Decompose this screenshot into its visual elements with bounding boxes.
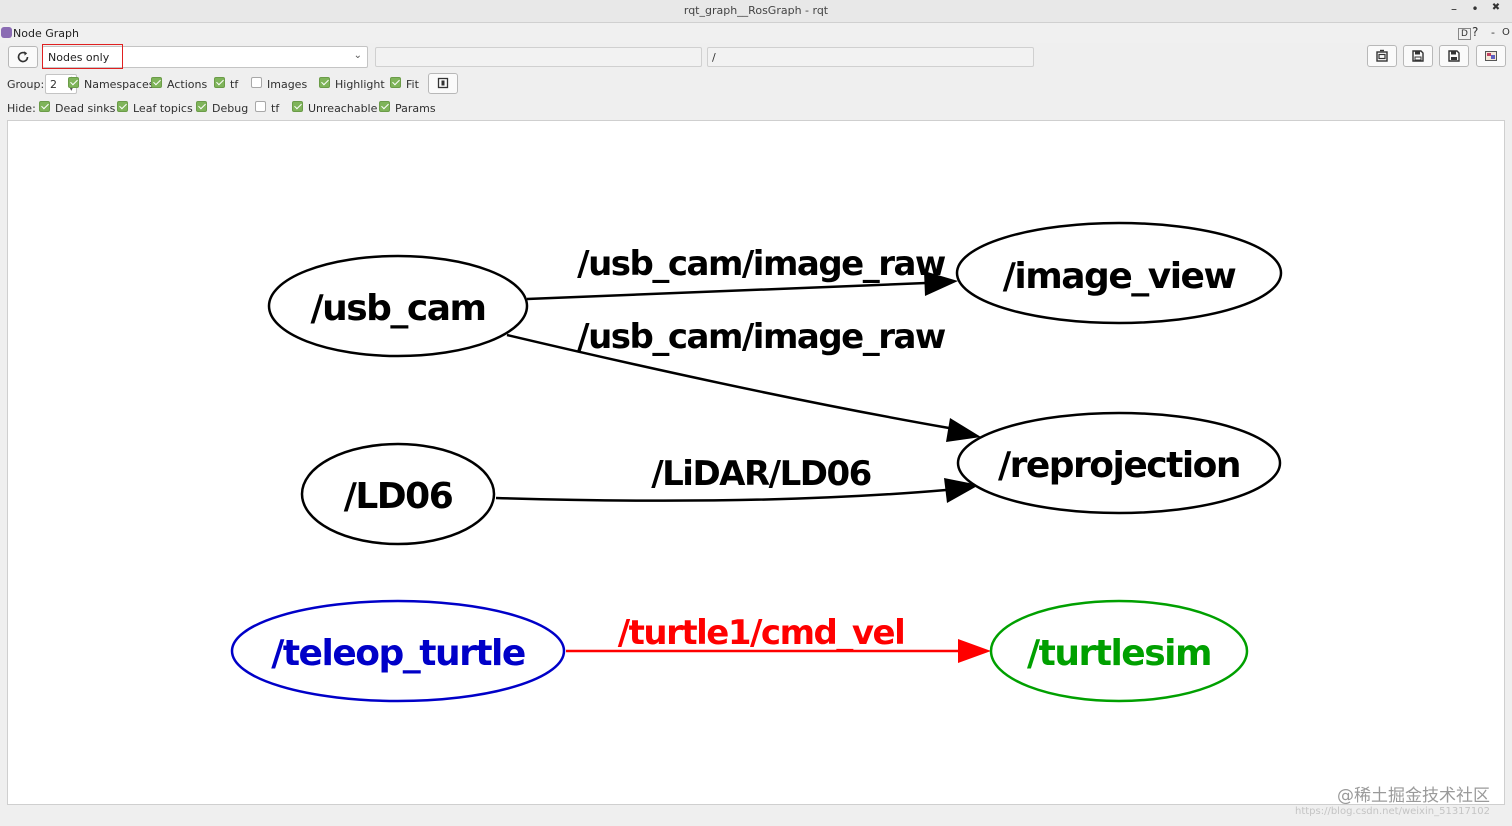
topic-filter-value: / [712, 51, 716, 64]
save-icon [1412, 50, 1424, 62]
save-svg-button[interactable] [1439, 45, 1469, 67]
images-label: Images [267, 78, 308, 91]
unreachable-checkbox[interactable] [292, 101, 303, 112]
unreachable-label: Unreachable [308, 102, 378, 115]
namespaces-checkbox[interactable] [68, 77, 79, 88]
dock-title: Node Graph [13, 27, 79, 40]
refresh-button[interactable] [8, 46, 38, 68]
edge-label-usb-to-view: /usb_cam/image_raw [577, 244, 946, 284]
edge-label-ld06-to-reproj: /LiDAR/LD06 [651, 454, 871, 494]
dock-close-button[interactable]: O [1502, 27, 1510, 38]
group-label: Group: [7, 78, 45, 91]
fit-checkbox[interactable] [390, 77, 401, 88]
edge-ld06-to-reproj-arrow [944, 478, 979, 503]
node-label-usb-cam: /usb_cam [310, 288, 485, 329]
node-label-teleop-turtle: /teleop_turtle [271, 633, 525, 674]
tf-hide-label: tf [271, 102, 280, 115]
edge-usb-to-reproj-arrow [946, 418, 981, 442]
node-turtlesim[interactable]: /turtlesim [989, 599, 1249, 703]
hide-row: Hide: Dead sinks Leaf topics Debug tf Un… [0, 100, 480, 116]
node-reprojection[interactable]: /reprojection [956, 411, 1282, 515]
load-icon [1376, 49, 1388, 62]
edge-label-usb-to-reproj: /usb_cam/image_raw [577, 317, 946, 357]
node-teleop-turtle[interactable]: /teleop_turtle [230, 599, 566, 703]
params-label: Params [395, 102, 436, 115]
actions-checkbox[interactable] [151, 77, 162, 88]
rqt-plugin-icon [1, 27, 12, 38]
help-button[interactable]: ? [1472, 25, 1479, 39]
edge-usb-to-view[interactable] [526, 281, 927, 301]
save-image-button[interactable] [1476, 45, 1506, 67]
dock-minimize-button[interactable]: - [1491, 26, 1495, 39]
node-label-turtlesim: /turtlesim [1027, 633, 1211, 674]
save-dot-button[interactable] [1403, 45, 1433, 67]
spin-down-icon[interactable]: ▼ [68, 84, 74, 92]
images-checkbox[interactable] [251, 77, 262, 88]
debug-label: Debug [212, 102, 249, 115]
node-label-image-view: /image_view [1003, 256, 1237, 297]
tf-group-label: tf [230, 78, 239, 91]
node-label-ld06: /LD06 [344, 476, 453, 517]
node-label-reprojection: /reprojection [998, 445, 1240, 486]
namespaces-label: Namespaces [84, 78, 155, 91]
dead-sinks-checkbox[interactable] [39, 101, 50, 112]
edge-usb-to-view-arrow [924, 271, 958, 296]
node-image-view[interactable]: /image_view [955, 221, 1283, 325]
graph-canvas[interactable]: /usb_cam/image_raw /usb_cam/image_raw /L… [7, 120, 1505, 805]
params-checkbox[interactable] [379, 101, 390, 112]
dock-header [0, 23, 1512, 43]
window-titlebar: rqt_graph__RosGraph - rqt – • ✖ [0, 0, 1512, 23]
group-value: 2 [50, 78, 57, 91]
actions-label: Actions [167, 78, 208, 91]
group-row: Group: [7, 76, 607, 92]
graph-mode-select[interactable]: Nodes only ⌄ [42, 46, 368, 68]
graph-mode-value: Nodes only [48, 51, 110, 64]
watermark: @稀土掘金技术社区 [1337, 786, 1490, 806]
pin-button[interactable]: • [1471, 2, 1479, 16]
refresh-icon [17, 51, 29, 63]
window-title: rqt_graph__RosGraph - rqt [683, 4, 829, 17]
node-ld06[interactable]: /LD06 [300, 442, 496, 546]
edge-ld06-to-reproj[interactable] [495, 488, 947, 502]
leaf-topics-label: Leaf topics [133, 102, 193, 115]
edge-usb-to-reproj[interactable] [506, 333, 950, 430]
load-dot-button[interactable] [1367, 45, 1397, 67]
edge-teleop-to-sim-arrow [958, 639, 991, 663]
dock-d-button[interactable]: D [1458, 28, 1471, 40]
fit-view-icon [437, 77, 449, 89]
fit-label: Fit [406, 78, 419, 91]
watermark-url: https://blog.csdn.net/weixin_51317102 [1294, 806, 1490, 817]
node-filter-input[interactable] [375, 47, 702, 67]
minimize-button[interactable]: – [1451, 2, 1457, 16]
topic-filter-input[interactable]: / [707, 47, 1034, 67]
fit-view-button[interactable] [428, 73, 458, 94]
hide-label: Hide: [7, 102, 36, 115]
tf-hide-checkbox[interactable] [255, 101, 266, 112]
group-options: Namespaces Actions tf Images Highlight F… [0, 76, 480, 92]
chevron-down-icon: ⌄ [353, 50, 362, 61]
leaf-topics-checkbox[interactable] [117, 101, 128, 112]
image-icon [1485, 51, 1497, 61]
highlight-label: Highlight [335, 78, 385, 91]
tf-group-checkbox[interactable] [214, 77, 225, 88]
close-button[interactable]: ✖ [1491, 2, 1501, 13]
node-usb-cam[interactable]: /usb_cam [267, 254, 529, 358]
edge-label-teleop-to-sim: /turtle1/cmd_vel [618, 613, 904, 653]
save-as-icon [1448, 50, 1460, 62]
debug-checkbox[interactable] [196, 101, 207, 112]
dead-sinks-label: Dead sinks [55, 102, 116, 115]
highlight-checkbox[interactable] [319, 77, 330, 88]
graph-svg[interactable]: /usb_cam/image_raw /usb_cam/image_raw /L… [8, 121, 1504, 804]
